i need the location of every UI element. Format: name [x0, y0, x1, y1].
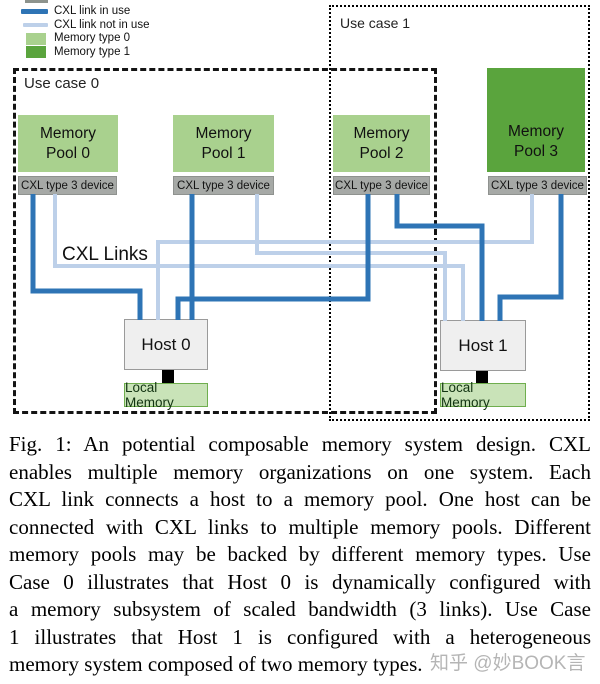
- use-case-0-label: Use case 0: [24, 75, 100, 92]
- caption-line: a memory subsystem of scaled bandwidth (…: [9, 597, 591, 621]
- legend-label: CXL link not in use: [54, 18, 150, 31]
- caption-line: Case 0 illustrates that Host 0 is dynami…: [9, 569, 591, 594]
- legend-label: Memory type 1: [54, 45, 131, 58]
- caption-line: memory system composed of two memory typ…: [9, 652, 423, 676]
- legend-item: CXL link not in use: [21, 19, 149, 33]
- host-0-label: Host 0: [141, 334, 191, 354]
- caption-line: 1 illustrates that Host 1 is configured …: [9, 624, 591, 649]
- cxl-links-label: CXL Links: [62, 244, 148, 265]
- host-1: Host 1: [440, 320, 526, 371]
- legend: CXL link in use CXL link not in use Memo…: [21, 5, 149, 59]
- cxl-link-not-in-use: [156, 194, 534, 320]
- caption-line: connected with CXL links to multiple mem…: [9, 514, 591, 539]
- host-1-label: Host 1: [458, 335, 508, 355]
- local-memory-1: Local Memory: [440, 380, 526, 410]
- caption-line: memory pools may be backed by different …: [9, 542, 591, 566]
- cxl-link-in-use: [497, 194, 564, 321]
- caption-line: enables multiple memory organizations on…: [9, 459, 591, 484]
- memory-pool-2: Memory Pool 2: [333, 115, 430, 172]
- caption-line: CXL link connects a host to a memory poo…: [9, 487, 591, 511]
- legend-item: Memory type 1: [21, 46, 149, 60]
- cxl-device-0: CXL type 3 device: [18, 176, 117, 195]
- cxl-device-2: CXL type 3 device: [333, 176, 430, 195]
- legend-label: CXL link in use: [54, 5, 131, 18]
- cropped-edge-artifact: [25, 0, 48, 3]
- memory-pool-0-label: Memory Pool 0: [40, 124, 96, 162]
- cxl-link-not-in-use: [255, 194, 447, 321]
- use-case-1-label: Use case 1: [340, 15, 411, 31]
- link-in-use-swatch-icon: [21, 9, 48, 15]
- host-0-memory-connector: [162, 370, 174, 383]
- cxl-link-in-use: [175, 194, 371, 320]
- local-memory-0: Local Memory: [124, 380, 208, 410]
- legend-item: CXL link in use: [21, 5, 149, 19]
- memory-pool-3-label: Memory Pool 3: [508, 123, 564, 160]
- memory-pool-2-label: Memory Pool 2: [353, 124, 410, 162]
- cxl-link-in-use: [394, 194, 485, 321]
- memory-system-diagram: CXL link in use CXL link not in use Memo…: [13, 0, 590, 421]
- watermark: 知乎 @妙BOOK言: [430, 653, 586, 674]
- host-0: Host 0: [124, 319, 208, 370]
- link-not-in-use-swatch-icon: [23, 23, 48, 28]
- memory-pool-0: Memory Pool 0: [18, 115, 118, 172]
- host-1-memory-connector: [476, 371, 488, 384]
- memory-pool-1: Memory Pool 1: [173, 115, 274, 172]
- memory-type-0-swatch-icon: [26, 32, 46, 45]
- cxl-device-1: CXL type 3 device: [173, 176, 274, 195]
- caption-line: Fig. 1: An potential composable memory s…: [9, 432, 591, 456]
- memory-pool-1-label: Memory Pool 1: [195, 124, 252, 162]
- legend-item: Memory type 0: [21, 32, 149, 46]
- figure-caption: Fig. 1: An potential composable memory s…: [9, 431, 591, 679]
- legend-label: Memory type 0: [54, 32, 131, 45]
- memory-type-1-swatch-icon: [26, 46, 46, 59]
- cxl-device-3: CXL type 3 device: [488, 176, 587, 195]
- memory-pool-3: Memory Pool 3: [487, 68, 585, 172]
